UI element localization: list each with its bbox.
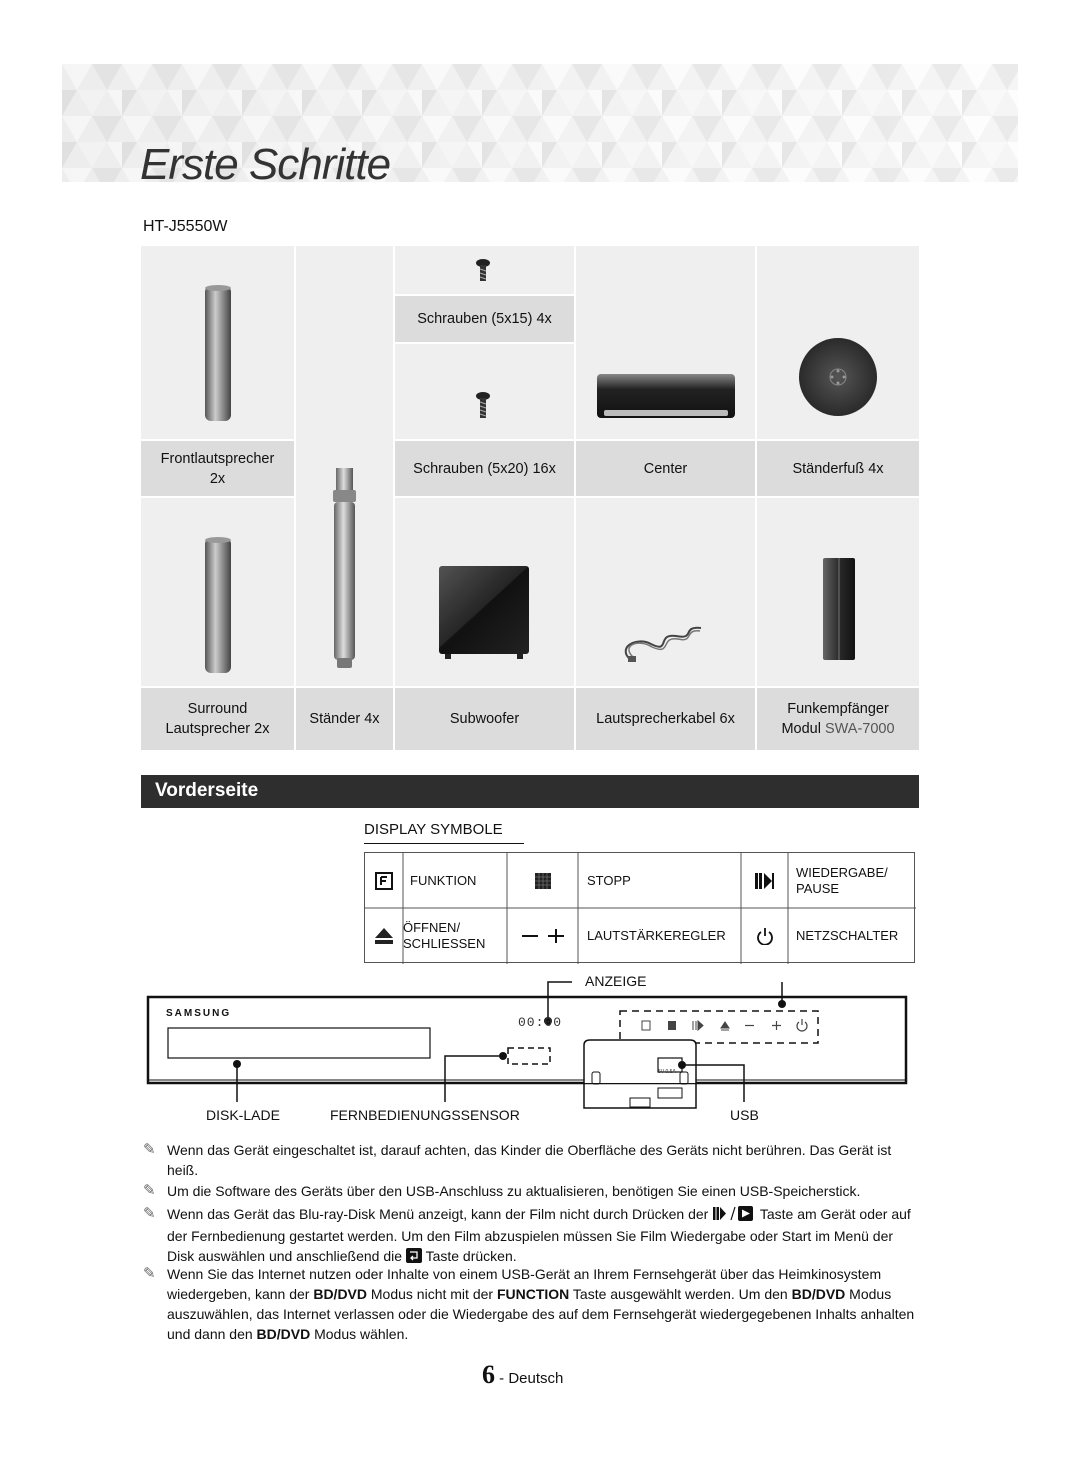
stand-image (333, 468, 356, 668)
wireless-module-label: Funkempfänger Modul SWA-7000 (757, 688, 919, 750)
wireless-module-image (823, 558, 855, 660)
usb-callout: USB (730, 1107, 759, 1123)
function-icon (365, 853, 403, 908)
section-header-bar (141, 775, 919, 808)
screw-5x15-label: Schrauben (5x15) 4x (395, 296, 574, 342)
power-icon (741, 908, 788, 963)
function-label: FUNKTION (410, 872, 477, 888)
footer-language: - Deutsch (499, 1370, 564, 1387)
subwoofer-label: Subwoofer (395, 688, 574, 750)
page-number: 6 (482, 1360, 495, 1389)
section-title: Vorderseite (155, 780, 259, 801)
front-speaker-label: Frontlautsprecher 2x (141, 441, 294, 496)
center-speaker-label: Center (576, 441, 755, 496)
front-panel-diagram (146, 981, 908, 1109)
remote-sensor-callout: FERNBEDIENUNGSSENSOR (330, 1107, 520, 1123)
speaker-cable-image (624, 626, 702, 662)
header-pattern (62, 64, 1018, 182)
disc-tray (167, 1027, 431, 1059)
pencil-icon: ✎ (143, 1265, 156, 1282)
speaker-cable-image-cell (576, 498, 755, 686)
note-2: ✎ Um die Software des Geräts über den US… (143, 1182, 861, 1199)
stand-label: Ständer 4x (296, 688, 393, 750)
page-title: Erste Schritte (140, 140, 391, 189)
disc-tray-callout: DISK-LADE (206, 1107, 280, 1123)
screw-5x20-label: Schrauben (5x20) 16x (395, 441, 574, 496)
model-label: HT-J5550W (143, 218, 228, 235)
stand-base-image-cell (757, 246, 919, 439)
stand-base-label: Ständerfuß 4x (757, 441, 919, 496)
subwoofer-image (439, 566, 529, 659)
stop-label: STOPP (587, 872, 631, 888)
screw-5x20-icon (476, 392, 490, 418)
display-callout: ANZEIGE (585, 973, 647, 989)
note-3: ✎ Wenn das Gerät das Blu-ray-Disk Menü a… (143, 1204, 923, 1268)
page-footer: 6 - Deutsch (482, 1360, 563, 1390)
speaker-cable-label: Lautsprecherkabel 6x (576, 688, 755, 750)
surround-speaker-image (205, 537, 231, 673)
display-symbols-table: FUNKTION STOPP WIEDERGABE/ PAUSE ÖFFNEN/… (364, 852, 916, 964)
center-speaker-image-cell (576, 246, 755, 439)
pencil-icon: ✎ (143, 1141, 156, 1158)
enter-button-icon (405, 1248, 422, 1268)
screw-5x15-image-cell (395, 246, 574, 294)
brand-logo: SAMSUNG (166, 1008, 232, 1019)
display-readout: 00:00 (518, 1015, 563, 1030)
screw-5x20-image-cell (395, 344, 574, 439)
front-speaker-image-cell (141, 246, 294, 439)
usb-port-text: 5V 0.5A (658, 1069, 676, 1075)
subwoofer-image-cell (395, 498, 574, 686)
play-pause-label: WIEDERGABE/ PAUSE (796, 864, 888, 896)
eject-icon (365, 908, 403, 963)
stand-image-cell (296, 246, 393, 686)
note-1: ✎ Wenn das Gerät eingeschaltet ist, dara… (143, 1141, 892, 1178)
note-4: ✎ Wenn Sie das Internet nutzen oder Inha… (143, 1265, 915, 1342)
eject-label: ÖFFNEN/ SCHLIESSEN (403, 919, 486, 951)
center-speaker-image (597, 374, 735, 418)
volume-icon (507, 908, 578, 963)
table-grid-lines (365, 853, 916, 964)
power-label: NETZSCHALTER (796, 927, 899, 943)
heading-underline (364, 843, 524, 844)
stand-base-image (799, 338, 877, 416)
surround-speaker-image-cell (141, 498, 294, 686)
pencil-icon: ✎ (143, 1205, 156, 1222)
pencil-icon: ✎ (143, 1182, 156, 1199)
touch-keys-area (619, 1010, 819, 1044)
header-banner (62, 64, 1018, 182)
stop-icon (507, 853, 578, 908)
wireless-module-image-cell (757, 498, 919, 686)
front-speaker-image (205, 285, 231, 421)
display-symbols-heading: DISPLAY SYMBOLE (364, 821, 503, 838)
remote-sensor-area (507, 1047, 551, 1065)
play-pause-icon (712, 1206, 756, 1226)
play-pause-icon (741, 853, 788, 908)
surround-speaker-label: Surround Lautsprecher 2x (141, 688, 294, 750)
volume-label: LAUTSTÄRKEREGLER (587, 927, 726, 943)
screw-5x15-icon (476, 259, 490, 281)
